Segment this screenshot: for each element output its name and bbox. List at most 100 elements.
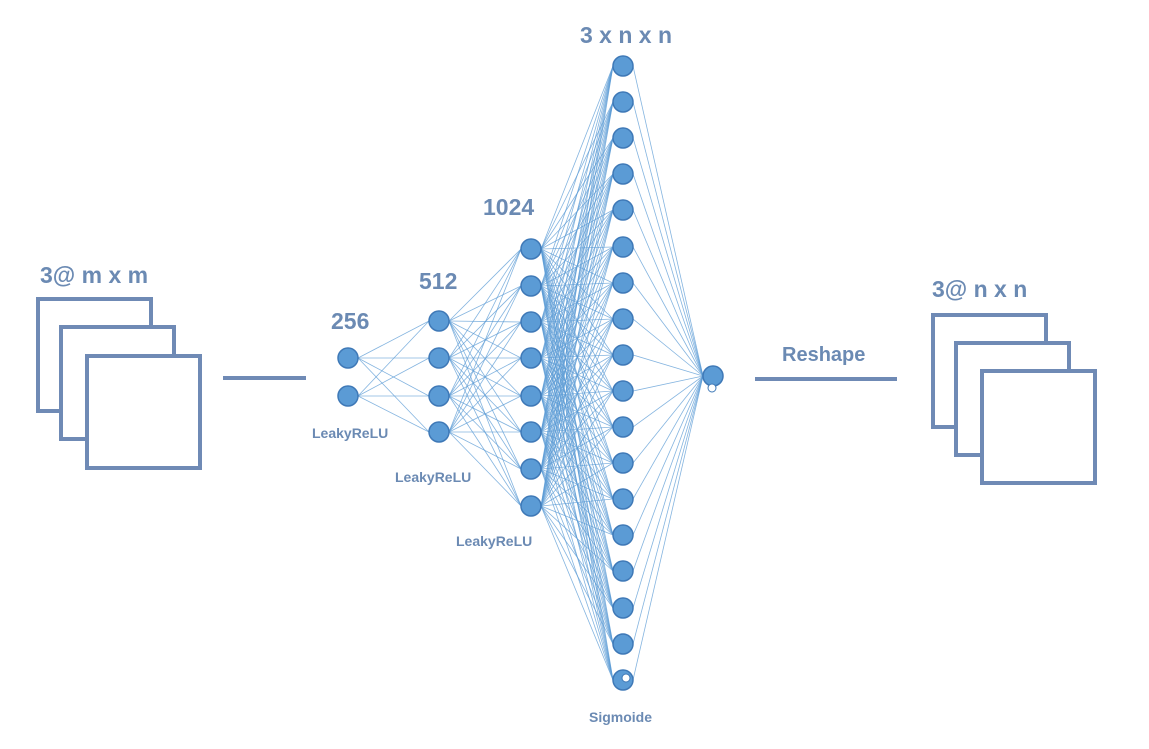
layer4-neuron [612,380,634,402]
layer-1-size-label: 256 [331,308,369,334]
layer4-neuron [612,236,634,258]
layer-2-activation-label: LeakyReLU [395,469,471,485]
edge-layer3-layer4 [540,498,614,507]
edge-layer2-layer3 [448,395,522,470]
edge-layer3-layer4 [540,65,614,323]
edge-layer2-layer3 [448,248,522,359]
edge-layer3-layer4 [540,101,614,507]
edge-layer3-layer4 [540,426,614,507]
edge-layer1-layer2 [357,320,430,397]
edge-layer4-output [632,65,704,377]
layer4-neuron [612,127,634,149]
layer3-neuron [520,347,542,369]
output-image-stack: 3@ n x n [931,276,1097,485]
output-label: 3@ n x n [932,276,1027,302]
layer4-neuron [612,55,634,77]
layer1-neuron [337,385,359,407]
layer-3-size-label: 1024 [483,194,534,220]
edge-layer3-layer4 [540,505,614,645]
edge-layer2-layer3 [448,395,522,433]
edge-layer3-layer4 [540,65,614,287]
edge-layer2-layer3 [448,431,522,507]
edge-layer4-output [632,354,704,377]
layer2-neuron [428,347,450,369]
layer-4-activation-label: Sigmoide [589,709,652,725]
edge-layer4-output [632,375,704,536]
edge-layer3-layer4 [540,505,614,609]
edge-layer4-output [632,101,704,377]
layer3-neuron [520,495,542,517]
edge-layer3-layer4 [540,65,614,250]
layer2-neuron [428,310,450,332]
layer4-neuron [612,524,634,546]
layer4-neuron [612,488,634,510]
edge-layer4-output [632,375,704,572]
layer3-neuron [520,421,542,443]
edge-layer1-layer2 [357,357,430,397]
edge-layer2-layer3 [448,285,522,433]
edge-layer4-output [632,375,704,428]
edge-layer3-layer4 [540,65,614,397]
reshape-label: Reshape [782,344,865,366]
edge-layer2-layer3 [448,321,522,433]
edge-layer3-layer4 [540,282,614,507]
edge-layer4-output [632,209,704,377]
layer3-neuron [520,238,542,260]
edge-layer2-layer3 [448,248,522,322]
edge-layer3-layer4 [540,354,614,507]
edge-layer3-layer4 [540,137,614,507]
layer4-neuron [612,272,634,294]
bias-marker [621,673,631,683]
output-channel-frame [980,369,1097,485]
edge-layer4-output [632,375,704,681]
layer-1-activation-label: LeakyReLU [312,425,388,441]
layer4-neuron [612,163,634,185]
edge-layer2-layer3 [448,431,522,470]
layer4-neuron [612,91,634,113]
edge-layer3-layer4 [540,390,614,507]
layer3-neuron [520,385,542,407]
edge-layer3-layer4 [540,357,614,536]
neurons [337,55,724,691]
edge-layer4-output [632,375,704,609]
edge-layer2-layer3 [448,248,522,433]
edge-layer3-layer4 [540,505,614,681]
layer3-neuron [520,275,542,297]
edge-layer2-layer3 [448,357,522,433]
edge-layer3-layer4 [540,173,614,507]
layer4-neuron [612,452,634,474]
edge-layer1-layer2 [357,357,430,433]
edge-layer3-layer4 [540,65,614,470]
edge-layer3-layer4 [540,209,614,507]
edge-layer3-layer4 [540,505,614,536]
edge-layer3-layer4 [540,505,614,572]
layer4-neuron [612,308,634,330]
edge-layer1-layer2 [357,320,430,359]
edge-layer1-layer2 [357,395,430,433]
layer2-neuron [428,385,450,407]
layer-4-size-label: 3 x n x n [580,22,672,48]
edge-layer3-layer4 [540,357,614,392]
layer2-neuron [428,421,450,443]
layer4-neuron [612,633,634,655]
layer3-neuron [520,458,542,480]
edge-layer3-layer4 [540,246,614,507]
layer4-neuron [612,344,634,366]
edge-layer4-output [632,282,704,377]
edge-layer2-layer3 [448,357,522,470]
layer1-neuron [337,347,359,369]
edge-layer4-output [632,375,704,464]
edge-layer3-layer4 [540,468,614,572]
edge-layer3-layer4 [540,65,614,507]
edge-layer4-output [632,173,704,377]
bias-marker [707,383,717,393]
input-label: 3@ m x m [40,262,148,288]
edge-layer4-output [632,137,704,377]
layer4-neuron [612,416,634,438]
layer4-neuron [612,199,634,221]
edge-layer2-layer3 [448,248,522,397]
edge-layer4-output [632,375,704,645]
edge-layer4-output [632,375,704,500]
